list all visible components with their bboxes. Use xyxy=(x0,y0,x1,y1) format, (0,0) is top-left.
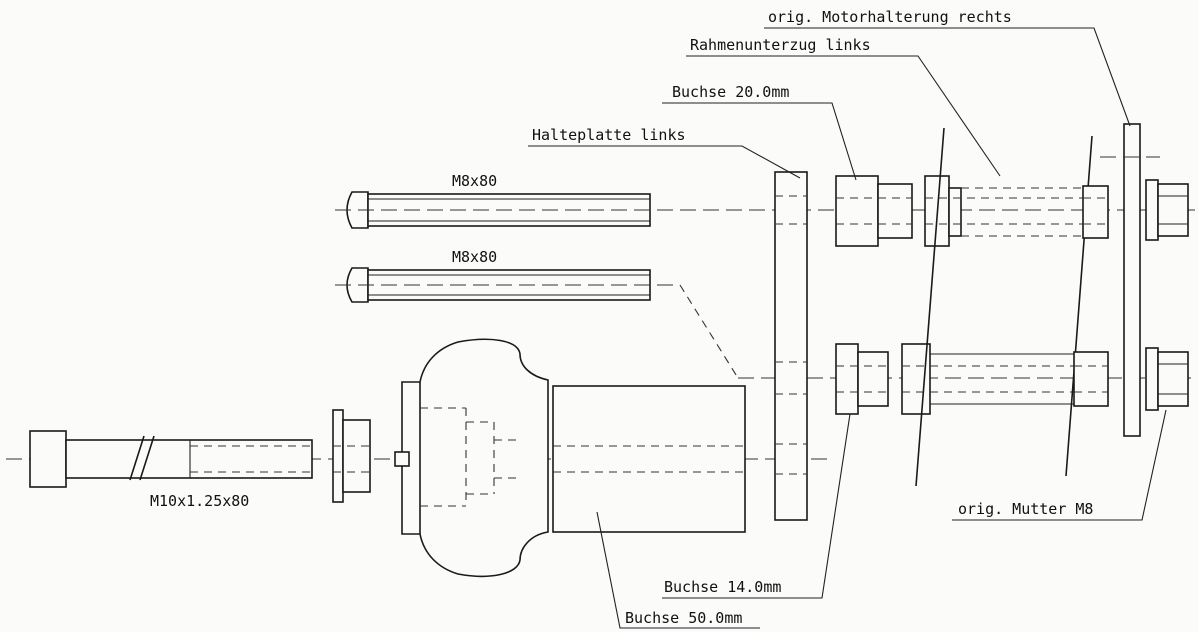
motorhalterung-rechts xyxy=(1100,123,1160,437)
label-halteplatte: Halteplatte links xyxy=(532,126,686,144)
label-buchse-50: Buchse 50.0mm xyxy=(625,609,742,627)
leader-buchse-20 xyxy=(662,102,857,181)
label-bolt-m10: M10x1.25x80 xyxy=(150,492,249,510)
label-buchse-14: Buchse 14.0mm xyxy=(664,578,781,596)
nut-m8-upper xyxy=(1145,179,1189,241)
label-rahmenunterzug: Rahmenunterzug links xyxy=(690,36,871,54)
label-mutter: orig. Mutter M8 xyxy=(958,500,1093,518)
spacer-upper xyxy=(924,175,1108,247)
label-buchse-20: Buchse 20.0mm xyxy=(672,83,789,101)
frame-slider xyxy=(394,338,549,578)
leader-rahmenunterzug xyxy=(686,55,1001,177)
label-motorhalterung: orig. Motorhalterung rechts xyxy=(768,8,1012,26)
leader-buchse-14 xyxy=(662,413,851,599)
leader-mutter xyxy=(952,409,1167,521)
small-bush xyxy=(332,409,371,503)
bush-50mm xyxy=(552,385,746,533)
bolt-m10 xyxy=(29,430,313,488)
label-bolt-m8-middle: M8x80 xyxy=(452,248,497,266)
nut-m8-lower xyxy=(1145,347,1189,411)
halteplatte-links xyxy=(774,171,808,521)
leader-buchse-50 xyxy=(596,511,760,629)
sleeve-lower-right xyxy=(1073,351,1109,407)
bush-20mm-top xyxy=(835,175,913,247)
bolt-m8-middle xyxy=(335,267,1195,379)
leader-halteplatte xyxy=(528,145,801,179)
bush-14mm xyxy=(835,343,889,415)
spacer-lower xyxy=(901,343,1082,415)
leader-motorhalterung xyxy=(764,27,1131,127)
bolt-m8-top xyxy=(335,191,1195,229)
label-bolt-m8-top: M8x80 xyxy=(452,172,497,190)
sleeve-upper-right xyxy=(1082,185,1109,239)
